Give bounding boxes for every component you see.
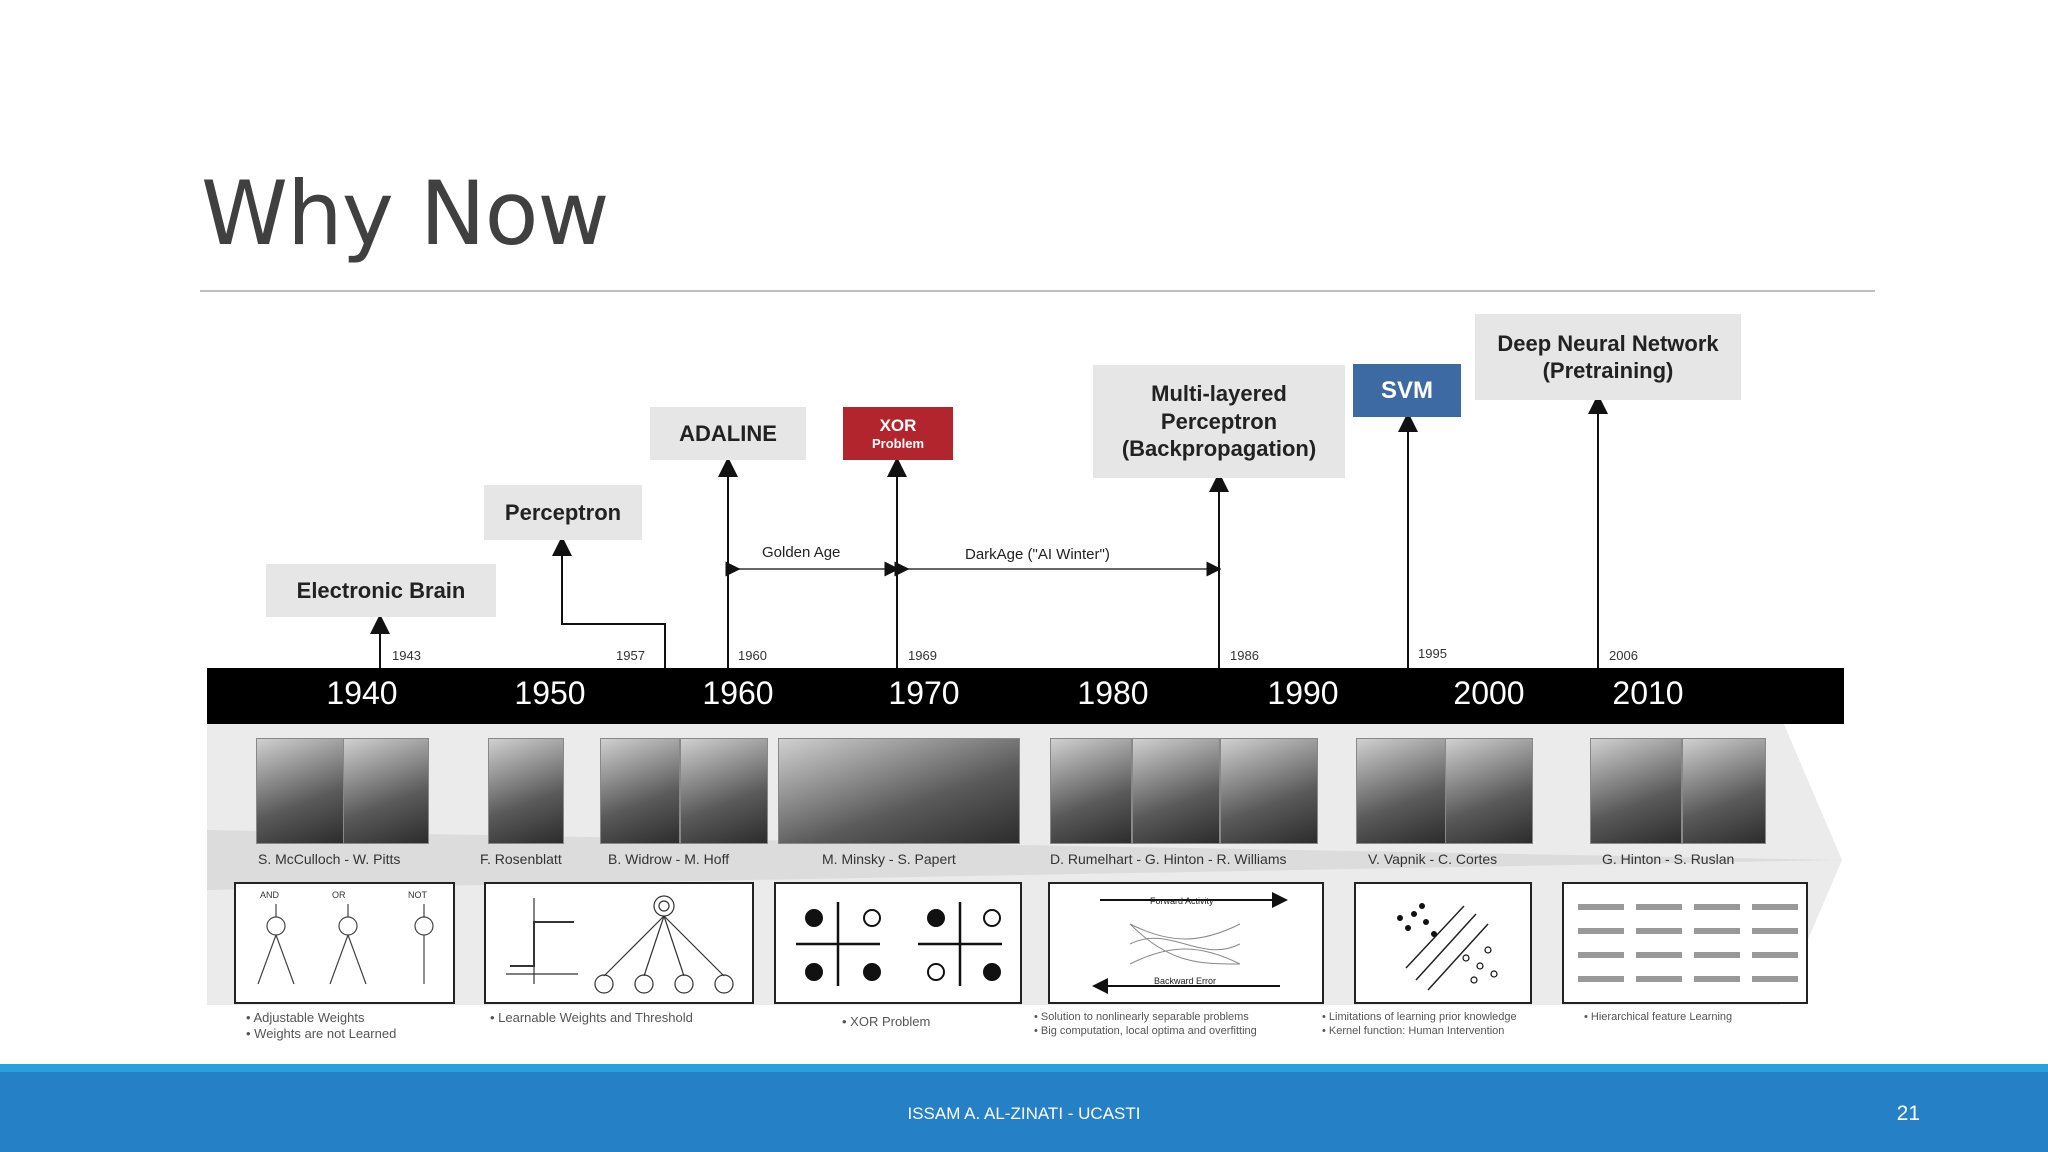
note-prior-knowledge: • Limitations of learning prior knowledg… — [1322, 1011, 1517, 1023]
milestone-xor-problem: XOR Problem — [843, 407, 953, 460]
portrait-photo — [1445, 738, 1533, 844]
note-xor-problem: • XOR Problem — [842, 1014, 931, 1029]
milestone-perceptron: Perceptron — [484, 485, 642, 540]
note-nonlinear-solution: • Solution to nonlinearly separable prob… — [1034, 1011, 1249, 1023]
footer-author: ISSAM A. AL-ZINATI - UCASTI — [907, 1104, 1141, 1123]
timeline-arrow-shade — [207, 830, 1842, 890]
era-dark-age: DarkAge ("AI Winter") — [965, 546, 1110, 563]
decade-2010: 2010 — [1612, 675, 1684, 711]
decade-1960: 1960 — [702, 675, 774, 711]
figure-svm — [1354, 882, 1532, 1004]
year-1943: 1943 — [392, 648, 421, 663]
decade-1970: 1970 — [888, 675, 960, 711]
note-adjustable-weights: • Adjustable Weights — [246, 1010, 365, 1025]
era-golden-age: Golden Age — [762, 544, 841, 561]
backward-error-label: Backward Error — [1154, 976, 1216, 986]
people-vapnik-cortes: V. Vapnik - C. Cortes — [1368, 851, 1498, 867]
xor-diagram — [796, 902, 1002, 986]
portrait-photo — [600, 738, 680, 844]
figure-backpropagation: Forward Activity Backward Error — [1048, 882, 1324, 1004]
milestone-label: XOR — [879, 415, 917, 435]
portrait-photo — [488, 738, 564, 844]
year-2006: 2006 — [1609, 648, 1638, 663]
milestone-multilayer-perceptron: Multi-layered Perceptron (Backpropagatio… — [1093, 365, 1345, 478]
milestone-label: Electronic Brain — [296, 577, 466, 603]
milestone-adaline: ADALINE — [650, 407, 806, 460]
people-mcculloch-pitts: S. McCulloch - W. Pitts — [258, 851, 401, 867]
portrait-photo — [256, 738, 344, 844]
decade-1980: 1980 — [1077, 675, 1149, 711]
milestone-label: (Backpropagation) — [1121, 436, 1317, 462]
portrait-photo — [1220, 738, 1318, 844]
decade-1990: 1990 — [1267, 675, 1339, 711]
portrait-photo — [1590, 738, 1682, 844]
gate-label-and: AND — [260, 890, 280, 900]
connector-1957 — [552, 536, 666, 668]
logic-gates-diagram: AND OR NOT — [257, 890, 434, 985]
footer-accent-line — [0, 1064, 2048, 1072]
timeline-band — [207, 668, 1844, 724]
figure-logic-gates: AND OR NOT — [234, 882, 455, 1004]
portrait-photo — [778, 738, 1020, 844]
year-1960: 1960 — [738, 648, 767, 663]
backpropagation-diagram: Forward Activity Backward Error — [1092, 892, 1288, 994]
gate-label-or: OR — [332, 890, 346, 900]
page-number: 21 — [1896, 1102, 1920, 1125]
milestone-label: Multi-layered — [1151, 381, 1287, 407]
milestone-label: (Pretraining) — [1542, 358, 1674, 383]
milestone-svm: SVM — [1353, 364, 1461, 417]
milestone-electronic-brain: Electronic Brain — [266, 564, 496, 617]
year-1995: 1995 — [1418, 646, 1447, 661]
people-hinton-ruslan: G. Hinton - S. Ruslan — [1602, 851, 1735, 867]
portrait-photo — [1356, 738, 1446, 844]
milestone-label: Perceptron — [1160, 408, 1278, 434]
deep-network-diagram — [1578, 904, 1798, 982]
note-learnable-weights: • Learnable Weights and Threshold — [490, 1010, 693, 1025]
portrait-photo — [1132, 738, 1220, 844]
portrait-photo — [680, 738, 768, 844]
footer-bar — [0, 1072, 2048, 1152]
forward-activity-label: Forward Activity — [1150, 896, 1214, 906]
milestone-label: SVM — [1380, 376, 1433, 404]
decade-1950: 1950 — [514, 675, 586, 711]
milestone-label: Perceptron — [504, 499, 622, 525]
portrait-photo — [1682, 738, 1766, 844]
note-big-computation: • Big computation, local optima and over… — [1034, 1025, 1257, 1037]
milestone-sublabel: Problem — [871, 436, 924, 451]
gate-label-not: NOT — [408, 890, 428, 900]
year-1957: 1957 — [616, 648, 645, 663]
milestone-label: Deep Neural Network — [1497, 330, 1719, 356]
people-widrow-hoff: B. Widrow - M. Hoff — [608, 851, 730, 867]
note-hierarchical-feature: • Hierarchical feature Learning — [1584, 1011, 1733, 1023]
figure-xor — [774, 882, 1022, 1004]
year-1986: 1986 — [1230, 648, 1259, 663]
people-rosenblatt: F. Rosenblatt — [480, 851, 562, 867]
portrait-photo — [343, 738, 429, 844]
slide-title: Why Now — [201, 162, 609, 265]
perceptron-diagram — [506, 895, 734, 994]
note-weights-not-learned: • Weights are not Learned — [246, 1026, 397, 1041]
title-divider — [200, 290, 1875, 292]
decade-2000: 2000 — [1453, 675, 1525, 711]
portrait-photo — [1050, 738, 1132, 844]
people-minsky-papert: M. Minsky - S. Papert — [822, 851, 956, 867]
note-kernel-function: • Kernel function: Human Intervention — [1322, 1025, 1505, 1037]
decade-1940: 1940 — [326, 675, 398, 711]
milestone-label: ADALINE — [679, 420, 777, 446]
figure-deep-network — [1562, 882, 1808, 1004]
year-1969: 1969 — [908, 648, 937, 663]
figure-perceptron — [484, 882, 754, 1004]
people-rumelhart-hinton-williams: D. Rumelhart - G. Hinton - R. Williams — [1050, 851, 1287, 867]
svm-diagram — [1397, 903, 1498, 991]
milestone-deep-neural-network: Deep Neural Network (Pretraining) — [1475, 314, 1741, 400]
